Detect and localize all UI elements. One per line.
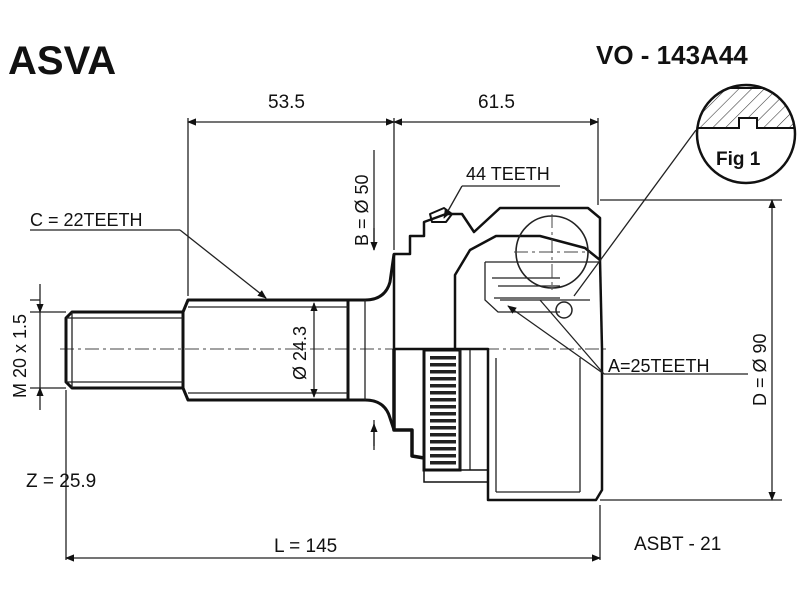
fig1-label: Fig 1 <box>716 149 761 170</box>
d-diameter-label: D = Ø 90 <box>750 333 770 406</box>
part-number: VO - 143A44 <box>596 40 748 70</box>
abs-tooth <box>430 398 456 402</box>
abs-tooth <box>430 363 456 367</box>
thread-label: M 20 x 1.5 <box>10 314 30 398</box>
housing <box>392 206 604 502</box>
outer-teeth-label: 44 TEETH <box>466 164 550 184</box>
abs-tooth <box>430 412 456 416</box>
abs-tooth <box>430 461 456 465</box>
a-teeth-label: A=25TEETH <box>608 356 710 376</box>
z-value-text: Z = 25.9 <box>26 471 96 492</box>
total-length-label: L = 145 <box>274 536 337 557</box>
length-b-label: 61.5 <box>478 92 515 113</box>
abs-tooth <box>430 377 456 381</box>
abs-tooth <box>430 454 456 458</box>
c-teeth-label: C = 22TEETH <box>30 210 143 230</box>
abs-tooth <box>430 426 456 430</box>
abs-tooth <box>430 384 456 388</box>
abs-tooth <box>430 370 456 374</box>
abs-tooth <box>430 433 456 437</box>
leader-lines <box>30 129 748 375</box>
abs-ring <box>422 348 489 483</box>
abs-tooth <box>430 440 456 444</box>
length-a-label: 53.5 <box>268 92 305 113</box>
brand-logo: ASVA <box>8 39 116 83</box>
abs-tooth <box>430 391 456 395</box>
shaft <box>64 253 396 431</box>
abs-tooth <box>430 356 456 360</box>
shaft-diameter-label: Ø 24.3 <box>290 326 310 380</box>
extension-lines <box>30 118 782 560</box>
b-diameter-label: B = Ø 50 <box>352 174 372 246</box>
fig1-detail: Fig 1 <box>695 83 797 185</box>
abs-tooth <box>430 419 456 423</box>
abs-tooth <box>430 405 456 409</box>
abs-tooth <box>430 447 456 451</box>
dimension-lines <box>36 118 776 562</box>
boot-code-label: ASBT - 21 <box>634 534 721 555</box>
